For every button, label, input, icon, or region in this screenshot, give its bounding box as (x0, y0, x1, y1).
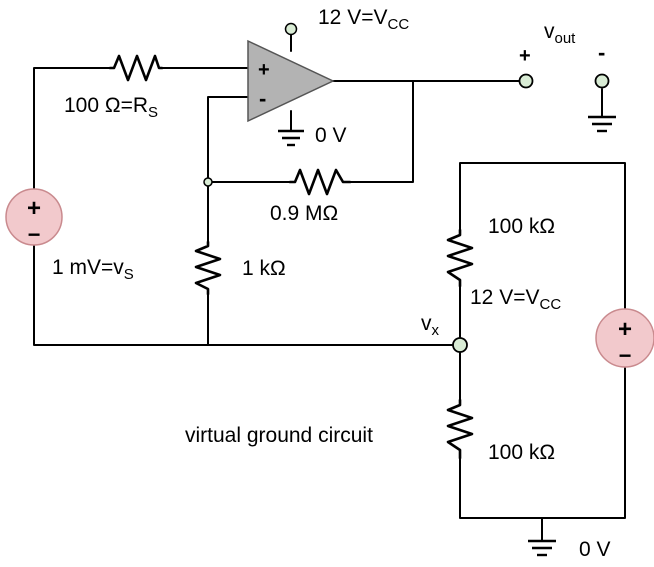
voltage-source-icon-vs: + − (5, 188, 63, 247)
label-vx: vx (421, 312, 440, 339)
wire-minus-to-junction (207, 96, 249, 183)
resistor-icon-top-100k (446, 228, 474, 288)
ground-icon-bottom (528, 539, 556, 557)
label-virtual-ground: virtual ground circuit (185, 424, 373, 447)
wires (33, 33, 626, 541)
opamp-minus-sign: - (259, 86, 266, 111)
vs-plus-sign: + (27, 195, 41, 222)
resistor-icon-rs (108, 54, 164, 82)
label-vout: vout (544, 20, 576, 47)
label-feedback-resistor: 0.9 MΩ (270, 202, 338, 225)
label-r-1k: 1 kΩ (242, 257, 286, 280)
terminal-node-icon-junction (203, 177, 213, 187)
label-vcc-right: 12 V=VCC (470, 286, 561, 313)
label-gnd-bottom: 0 V (579, 538, 611, 561)
label-gnd-opamp: 0 V (315, 124, 347, 147)
label-rs: 100 Ω=RS (64, 94, 158, 121)
resistor-icon-feedback (288, 168, 352, 196)
terminal-node-icon-vx (452, 337, 468, 353)
wire-divider-top (459, 162, 626, 309)
voltage-source-icon-vcc: + − (595, 308, 654, 368)
opamp-plus-sign: + (258, 59, 270, 81)
label-vcc-top: 12 V=VCC (318, 6, 409, 33)
vcc-plus-sign: + (618, 316, 632, 343)
terminal-node-icon-vout-minus (594, 73, 610, 89)
terminal-node-icon-vcc (284, 22, 298, 36)
resistor-icon-1k (194, 240, 222, 296)
wire-source-to-bottom-rail (33, 245, 461, 346)
wire-source-to-rs (33, 67, 111, 189)
label-vout-minus: - (598, 40, 605, 65)
op-amp-icon: + - (247, 39, 335, 123)
wire-feedback-to-output (349, 80, 414, 183)
ground-icon-vout (588, 115, 616, 133)
label-vs: 1 mV=vS (52, 256, 134, 283)
ground-icon-opamp (278, 129, 304, 147)
vcc-minus-sign: − (619, 343, 632, 368)
label-vout-plus: + (519, 45, 531, 67)
vs-minus-sign: − (28, 222, 41, 247)
label-r-top-100k: 100 kΩ (488, 215, 555, 238)
label-r-bottom-100k: 100 kΩ (488, 441, 555, 464)
resistor-icon-bottom-100k (446, 398, 474, 460)
terminal-node-icon-vout-plus (518, 73, 534, 89)
